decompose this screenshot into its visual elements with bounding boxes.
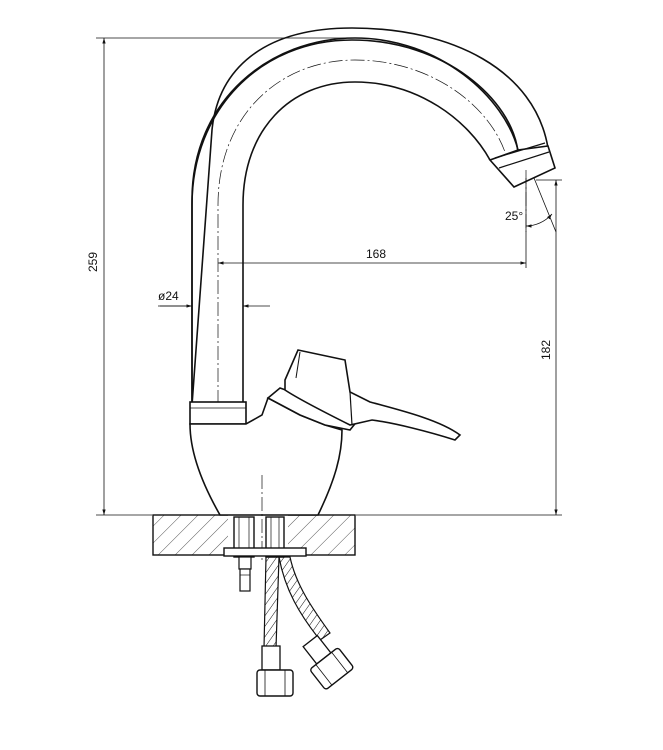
dimension-spout-angle: 25° (505, 170, 557, 233)
spout (191, 27, 556, 406)
spout-height-label: 182 (539, 340, 553, 360)
lever-handle (266, 349, 462, 441)
dimension-overall-height: 259 (86, 37, 352, 516)
dimension-spout-height: 182 (356, 179, 562, 516)
dimension-body-diameter: ø24 (158, 289, 270, 308)
overall-height-label: 259 (86, 252, 100, 272)
dimension-spout-reach: 168 (218, 178, 527, 268)
spout-angle-label: 25° (505, 209, 523, 223)
flexible-hoses (256, 556, 354, 697)
spout-collar (189, 401, 247, 425)
body-diameter-label: ø24 (158, 289, 179, 303)
spout-reach-label: 168 (366, 247, 386, 261)
mounting-hardware (223, 516, 307, 592)
